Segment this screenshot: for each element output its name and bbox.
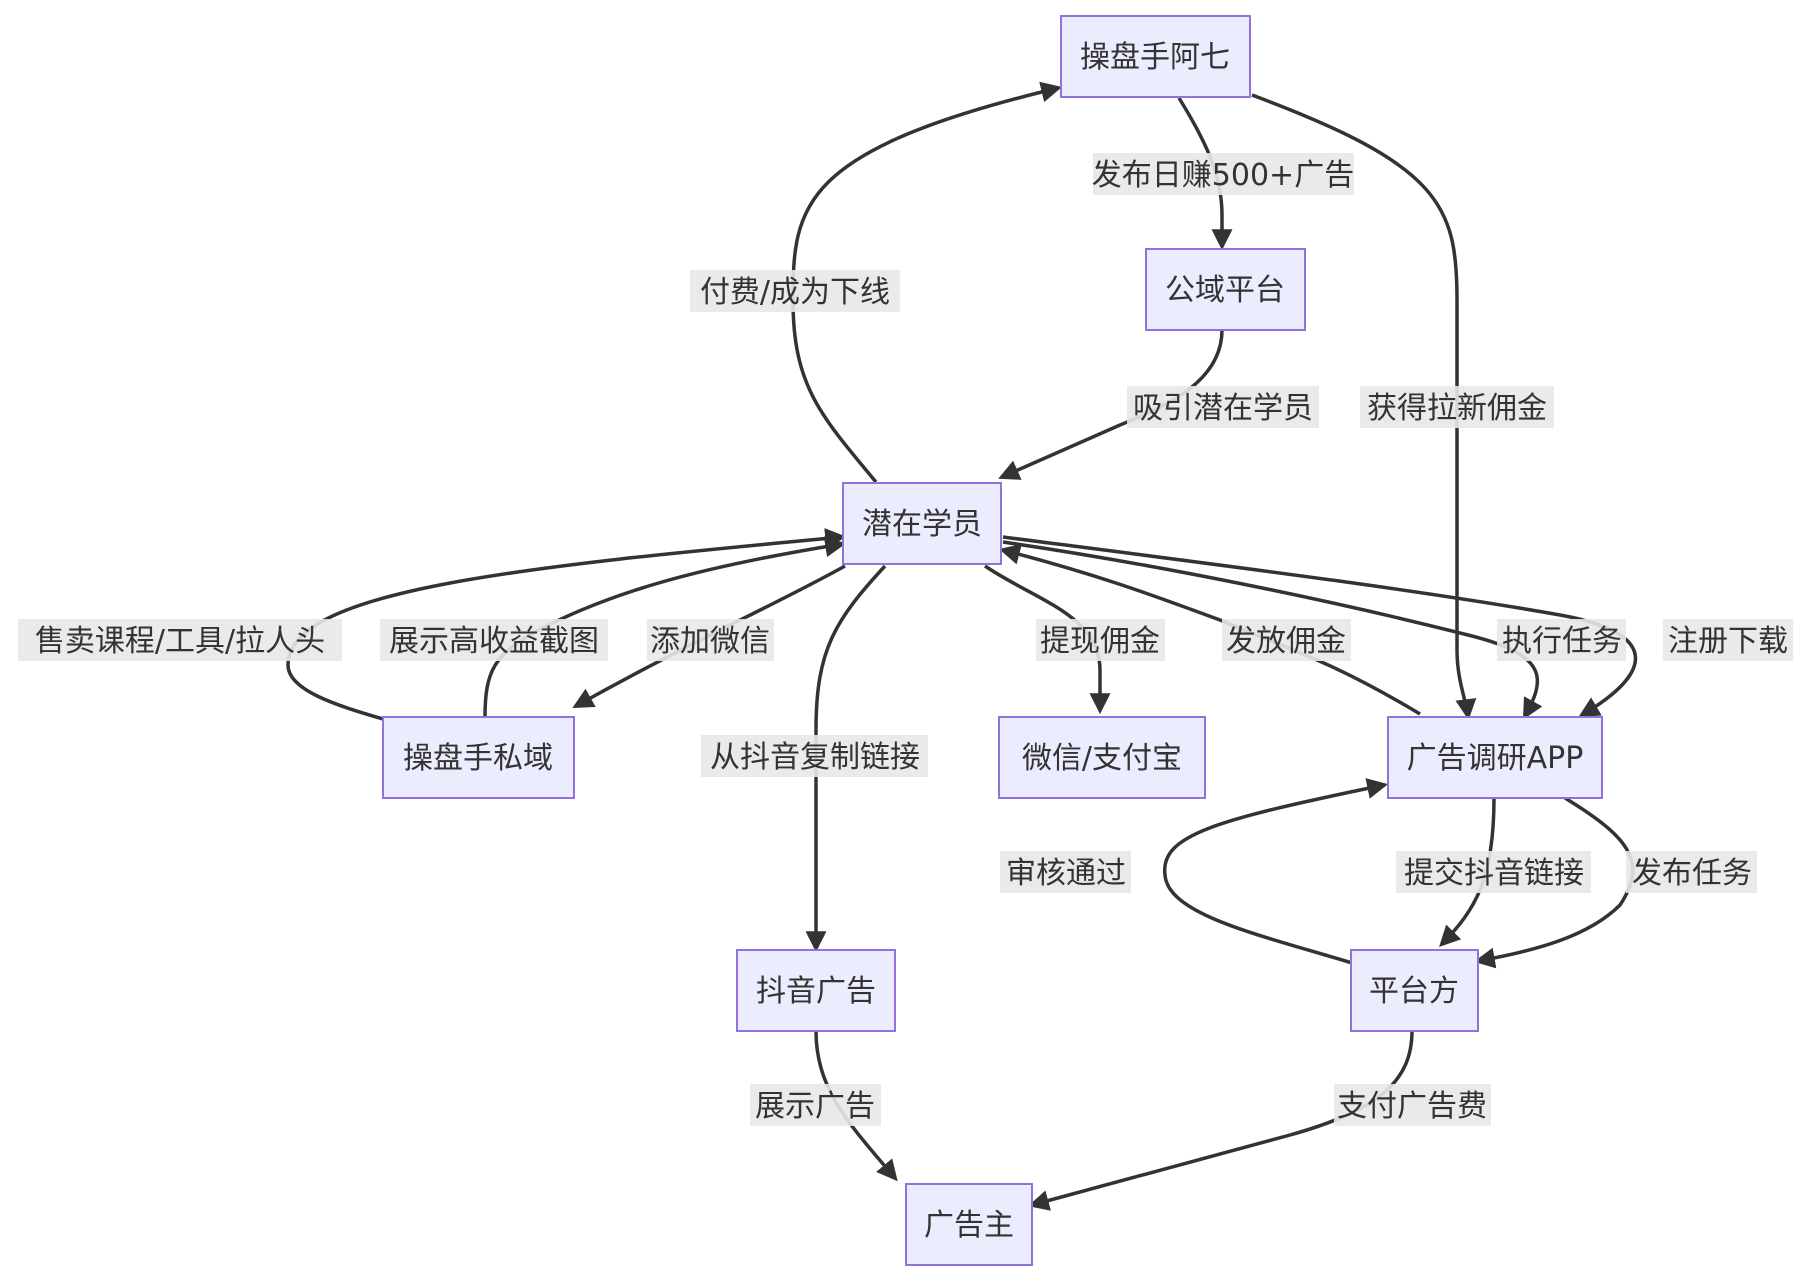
node-box: [1387, 716, 1603, 799]
edge-label-submit-link: 提交抖音链接: [1404, 856, 1584, 891]
node-box: [842, 482, 1002, 565]
edge-label-attract-students: 吸引潜在学员: [1133, 391, 1313, 426]
label-bg: [380, 619, 608, 661]
label-bg: [690, 270, 900, 312]
edge-show-screenshot: [483, 536, 847, 718]
node-label-douyin-ad: 抖音广告: [756, 974, 876, 1009]
edge-label-add-wechat: 添加微信: [650, 624, 770, 659]
label-bg: [18, 619, 342, 661]
node-advertiser[interactable]: 广告主: [905, 1183, 1033, 1266]
edge-label-show-screenshot: 展示高收益截图: [389, 624, 599, 659]
node-potential-students[interactable]: 潜在学员: [842, 482, 1002, 565]
node-box: [905, 1183, 1033, 1266]
edge-label-execute-task: 执行任务: [1502, 624, 1622, 659]
edge-label-publish-ad: 发布日赚500+广告: [1092, 158, 1354, 193]
label-bg: [1127, 386, 1319, 428]
node-label-platform: 平台方: [1369, 974, 1459, 1009]
node-label-potential-students: 潜在学员: [862, 507, 982, 542]
node-label-public-domain: 公域平台: [1165, 273, 1285, 308]
label-bg: [1396, 851, 1591, 893]
label-bg: [1222, 619, 1351, 661]
label-bg: [701, 735, 928, 777]
edge-get-commission: [1251, 93, 1477, 721]
edge-execute-task: [1002, 540, 1543, 720]
node-box: [382, 716, 575, 799]
edge-label-withdraw: 提现佣金: [1040, 624, 1160, 659]
nodes: 操盘手阿七 公域平台 潜在学员 操盘手私域 微信/支付宝 广告调研APP 抖音广…: [382, 15, 1603, 1266]
edge-register-download: [1002, 535, 1638, 718]
node-trader[interactable]: 操盘手阿七: [1060, 15, 1251, 98]
edge-label-get-commission: 获得拉新佣金: [1367, 391, 1547, 426]
edge-label-issue-commission: 发放佣金: [1226, 624, 1346, 659]
label-bg: [1036, 619, 1165, 661]
edge-label-pay-downline: 付费/成为下线: [700, 275, 890, 310]
edge-label-show-ad: 展示广告: [755, 1089, 875, 1124]
node-box: [1145, 248, 1306, 331]
label-bg: [1497, 619, 1626, 661]
node-box: [1060, 15, 1251, 98]
edge-label-copy-link: 从抖音复制链接: [710, 740, 920, 775]
label-bg: [1000, 851, 1131, 893]
edge-label-approved: 审核通过: [1006, 856, 1126, 891]
edge-label-pay-ad-fee: 支付广告费: [1337, 1089, 1487, 1124]
node-douyin-ad[interactable]: 抖音广告: [736, 949, 896, 1032]
node-label-trader: 操盘手阿七: [1080, 40, 1230, 75]
label-bg: [750, 1084, 881, 1126]
label-bg: [647, 619, 774, 661]
node-label-wechat-alipay: 微信/支付宝: [1022, 741, 1182, 776]
edge-publish-task: [1473, 796, 1635, 969]
edge-label-sell-course: 售卖课程/工具/拉人头: [35, 624, 325, 659]
edge-labels: 发布日赚500+广告 吸引潜在学员 付费/成为下线 获得拉新佣金 售卖课程/工具…: [18, 153, 1793, 1126]
label-bg: [1663, 619, 1793, 661]
node-box: [998, 716, 1206, 799]
edge-label-register-download: 注册下载: [1668, 624, 1788, 659]
label-bg: [1093, 153, 1354, 195]
node-box: [736, 949, 896, 1032]
node-label-trader-private: 操盘手私域: [403, 741, 553, 776]
edge-copy-link: [805, 564, 887, 953]
node-platform[interactable]: 平台方: [1350, 949, 1479, 1032]
node-label-survey-app: 广告调研APP: [1407, 741, 1584, 776]
label-bg: [1334, 1084, 1491, 1126]
node-label-advertiser: 广告主: [924, 1208, 1014, 1243]
node-wechat-alipay[interactable]: 微信/支付宝: [998, 716, 1206, 799]
edge-approved: [1163, 778, 1389, 965]
node-box: [1350, 949, 1479, 1032]
node-trader-private[interactable]: 操盘手私域: [382, 716, 575, 799]
edge-label-publish-task: 发布任务: [1632, 856, 1752, 891]
edge-issue-commission: [998, 544, 1421, 716]
node-public-domain[interactable]: 公域平台: [1145, 248, 1306, 331]
label-bg: [1626, 851, 1757, 893]
node-survey-app[interactable]: 广告调研APP: [1387, 716, 1603, 799]
label-bg: [1360, 386, 1554, 428]
